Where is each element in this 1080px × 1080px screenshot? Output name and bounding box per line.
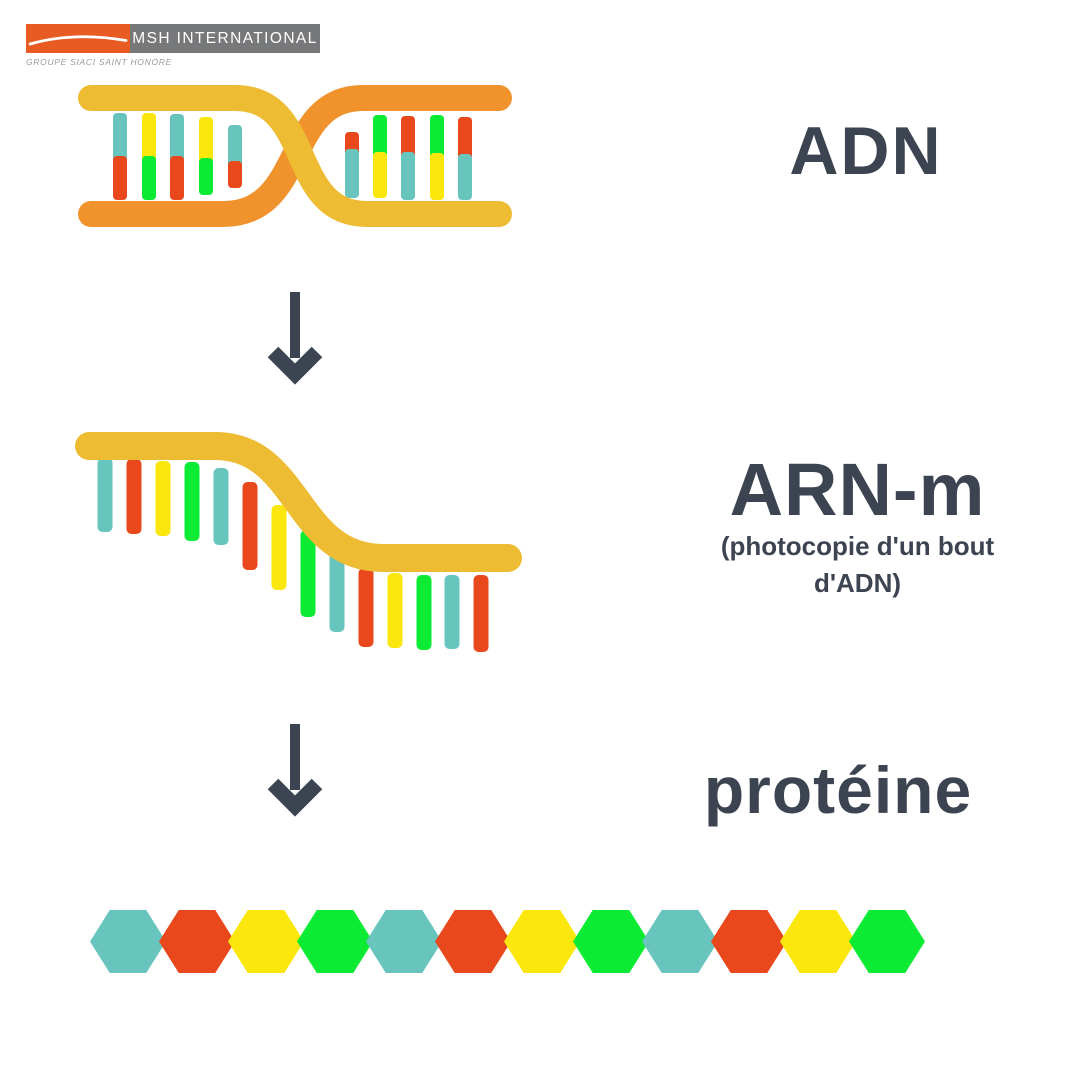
amino-acid-hexagon bbox=[504, 910, 580, 973]
amino-acid-hexagon bbox=[228, 910, 304, 973]
dna-base-pairs bbox=[113, 113, 472, 200]
logo-row: MSH INTERNATIONAL bbox=[26, 24, 320, 53]
arnm-label: ARN-m bbox=[729, 448, 986, 531]
amino-acid-hexagon bbox=[642, 910, 718, 973]
logo-orange-block bbox=[26, 24, 130, 53]
amino-acid-hexagon bbox=[711, 910, 787, 973]
amino-acid-hexagon bbox=[849, 910, 925, 973]
arnm-note-line2: d'ADN) bbox=[813, 568, 902, 598]
amino-acid-hexagon bbox=[573, 910, 649, 973]
logo-gray-block: MSH INTERNATIONAL bbox=[130, 24, 320, 53]
adn-double-helix-illustration bbox=[78, 85, 512, 227]
logo-brand-text: MSH INTERNATIONAL bbox=[132, 29, 318, 47]
amino-acid-hexagon bbox=[780, 910, 856, 973]
logo-swoosh-icon bbox=[28, 35, 128, 46]
amino-acid-hexagon bbox=[159, 910, 235, 973]
proteine-label: protéine bbox=[703, 753, 973, 827]
dna-strands bbox=[78, 85, 512, 227]
down-arrow-icon bbox=[267, 292, 323, 385]
amino-acid-hexagon bbox=[297, 910, 373, 973]
amino-acid-hexagon bbox=[435, 910, 511, 973]
arnm-note-line1: (photocopie d'un bout bbox=[720, 531, 995, 561]
arnm-note: (photocopie d'un bout d'ADN) bbox=[700, 528, 1015, 602]
down-arrow-icon bbox=[267, 724, 323, 817]
arn-bases bbox=[97, 458, 489, 652]
logo-subtitle-text: GROUPE SIACI SAINT HONORE bbox=[26, 57, 172, 67]
amino-acid-hexagon bbox=[366, 910, 442, 973]
amino-acid-hexagon bbox=[90, 910, 166, 973]
arn-m-strand-illustration bbox=[75, 432, 522, 652]
arn-strand bbox=[75, 432, 522, 572]
protein-chain-illustration bbox=[90, 910, 925, 973]
adn-label: ADN bbox=[789, 113, 943, 189]
msh-logo: MSH INTERNATIONAL GROUPE SIACI SAINT HON… bbox=[26, 24, 320, 67]
